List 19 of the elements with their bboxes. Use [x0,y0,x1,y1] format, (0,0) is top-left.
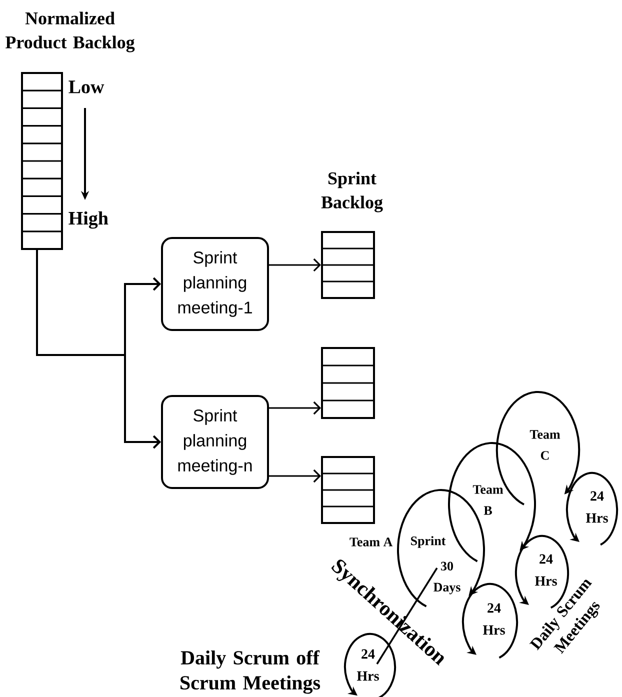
connector [376,568,438,664]
stack-heading: Sprint Backlog [321,172,383,212]
connector [269,258,321,272]
backlog-stack [321,456,375,524]
connector [269,469,321,483]
team-label: Team A [350,538,393,546]
backlog-stack [321,347,375,419]
node-label: Team B [472,485,504,515]
node-label: 24 Hrs [534,554,557,586]
process-box: Sprint planning meeting-n [161,395,269,489]
connector [269,401,321,415]
priority-label: High [68,211,108,229]
stack-heading: Normalized Product Backlog [5,12,135,52]
connector [36,250,161,449]
priority-label: Low [68,80,104,94]
process-box: Sprint planning meeting-1 [161,237,269,331]
caption-label: Daily Scrum off Scrum Meetings [180,650,320,694]
node-label: 24 Hrs [482,603,505,635]
node-label: 24 Hrs [586,491,608,523]
